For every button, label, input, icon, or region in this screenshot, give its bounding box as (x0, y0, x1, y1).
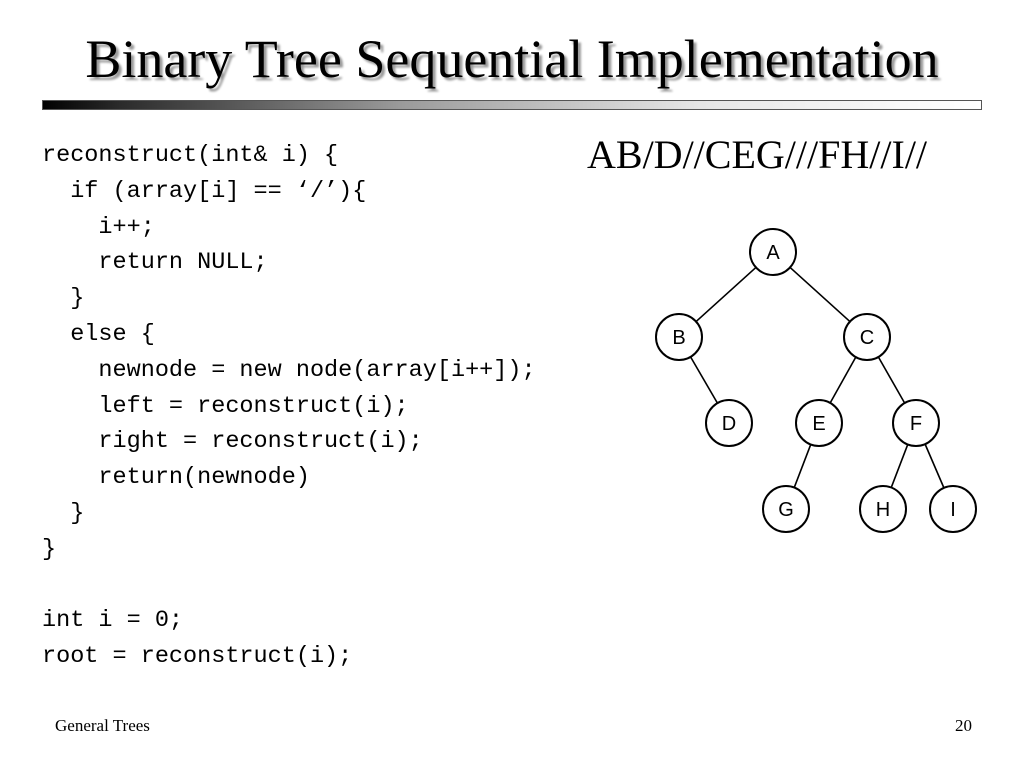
tree-node-circle (795, 399, 843, 447)
tree-nodes: A B C D E F G H I (655, 228, 977, 533)
tree-edge-c-f (877, 356, 906, 404)
code-line: return(newnode) (42, 464, 310, 492)
preorder-string: AB/D//CEG///FH//I// (587, 132, 928, 177)
code-line: } (42, 499, 85, 527)
tree-edge-b-d (689, 356, 719, 404)
code-line: newnode = new node(array[i++]); (42, 356, 536, 384)
code-line: i++; (42, 213, 155, 241)
tree-node-label: C (860, 327, 874, 349)
code-line: return NULL; (42, 249, 268, 277)
tree-edge-a-c (789, 266, 851, 323)
tree-node-h: H (859, 485, 907, 533)
footer-title: General Trees (55, 716, 150, 735)
code-line: } (42, 535, 57, 563)
tree-node-label: A (766, 242, 780, 264)
tree-node-c: C (843, 313, 891, 361)
tree-node-label: D (722, 413, 736, 435)
code-line: if (array[i] == ‘/’){ (42, 177, 367, 205)
tree-edge-f-i (924, 443, 945, 489)
code-line: right = reconstruct(i); (42, 428, 423, 456)
tree-node-label: H (876, 499, 890, 521)
code-block: reconstruct(int& i) { if (array[i] == ‘/… (42, 138, 536, 675)
tree-node-g: G (762, 485, 810, 533)
tree-edges (689, 266, 945, 489)
tree-node-label: I (950, 499, 956, 521)
tree-node-b: B (655, 313, 703, 361)
code-line: reconstruct(int& i) { (42, 142, 339, 169)
tree-node-circle (655, 313, 703, 361)
tree-node-label: E (812, 413, 825, 435)
slide-title: Binary Tree Sequential Implementation (85, 29, 939, 89)
tree-node-d: D (705, 399, 753, 447)
tree-edge-e-g (793, 444, 812, 488)
tree-edge-a-b (695, 266, 757, 323)
code-line: left = reconstruct(i); (42, 392, 409, 420)
tree-node-f: F (892, 399, 940, 447)
code-line: else { (42, 320, 155, 348)
code-line: root = reconstruct(i); (42, 643, 353, 671)
tree-edge-c-e (829, 356, 857, 404)
tree-node-label: B (672, 327, 685, 349)
tree-node-label: G (778, 499, 794, 521)
tree-edge-f-h (890, 444, 909, 488)
tree-node-circle (749, 228, 797, 276)
tree-node-circle (762, 485, 810, 533)
tree-node-a: A (749, 228, 797, 276)
code-line: int i = 0; (42, 607, 184, 635)
tree-node-circle (859, 485, 907, 533)
tree-node-e: E (795, 399, 843, 447)
page-number: 20 (955, 716, 972, 735)
title-underline (42, 100, 982, 110)
tree-node-circle (929, 485, 977, 533)
code-line: } (42, 285, 85, 313)
tree-node-circle (843, 313, 891, 361)
tree-node-circle (705, 399, 753, 447)
tree-node-circle (892, 399, 940, 447)
tree-node-label: F (910, 413, 922, 435)
tree-node-i: I (929, 485, 977, 533)
